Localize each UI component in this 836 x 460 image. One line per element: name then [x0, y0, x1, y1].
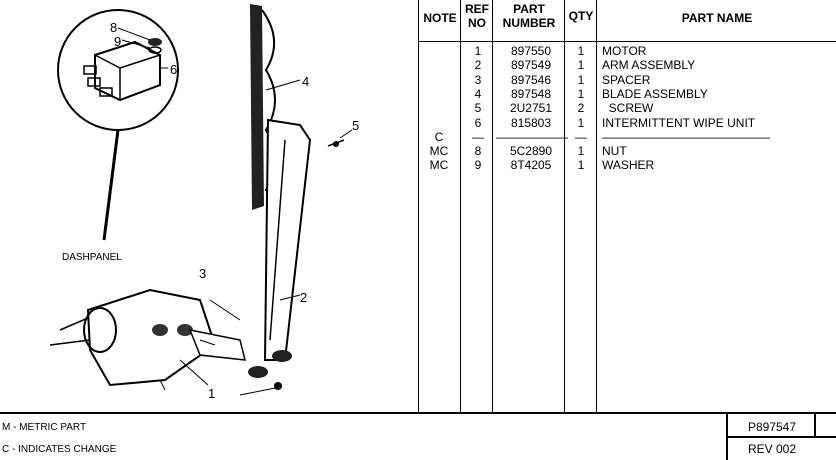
qty-cell: — — [575, 129, 587, 144]
change-note: C - INDICATES CHANGE — [2, 444, 117, 455]
header-note: NOTE — [423, 11, 457, 25]
ref-cell: 2 — [474, 58, 482, 73]
part-name-cell: INTERMITTENT WIPE UNIT — [602, 115, 756, 130]
qty-cell: 1 — [577, 44, 585, 58]
part-number-cell: 8T4205 — [510, 158, 552, 173]
note-cell: MC — [429, 158, 449, 173]
part-number-cell: 815803 — [510, 115, 552, 130]
part-name-cell: NUT — [602, 144, 627, 159]
ref-cell: 6 — [474, 115, 482, 130]
note-cell: MC — [429, 144, 449, 159]
table-row: 2 897549 1 ARM ASSEMBLY — [418, 58, 836, 72]
metric-note: M - METRIC PART — [2, 422, 87, 433]
callout-3: 3 — [199, 266, 206, 281]
callout-1: 1 — [208, 386, 215, 401]
title-block-tail — [814, 414, 836, 438]
part-name-cell: SCREW — [602, 101, 654, 116]
part-number-cell: 5C2890 — [509, 144, 553, 159]
part-name-cell: SPACER — [602, 72, 651, 87]
part-name-cell: BLADE ASSEMBLY — [602, 86, 708, 101]
spacer — [209, 299, 292, 390]
part-number-cell: —————— — [496, 129, 568, 144]
header-part-name: PART NAME — [681, 11, 753, 25]
part-number-cell: 2U2751 — [509, 101, 553, 116]
qty-cell: 1 — [577, 115, 585, 130]
callout-4: 4 — [302, 74, 309, 89]
title-block: P897547 REV 002 — [726, 414, 816, 460]
part-number-cell: 897550 — [510, 44, 552, 58]
table-row: MC 9 8T4205 1 WASHER — [418, 158, 836, 172]
ref-cell: 3 — [474, 72, 482, 87]
parts-table: NOTE REF NO PART NUMBER QTY PART NAME 1 8… — [418, 0, 836, 412]
dashpanel-leader — [102, 129, 120, 241]
table-row: 4 897548 1 BLADE ASSEMBLY — [418, 87, 836, 101]
qty-cell: 1 — [577, 72, 585, 87]
ref-cell: — — [472, 129, 484, 144]
callout-6: 6 — [170, 62, 177, 77]
motor — [49, 288, 246, 391]
callout-5: 5 — [352, 118, 359, 133]
callout-2: 2 — [300, 290, 307, 305]
ref-cell: 9 — [474, 158, 482, 173]
table-row: 6 815803 1 INTERMITTENT WIPE UNIT — [418, 116, 836, 130]
table-row: 1 897550 1 MOTOR — [418, 44, 836, 58]
ref-cell: 1 — [474, 44, 482, 58]
table-row: 3 897546 1 SPACER — [418, 73, 836, 87]
table-row: C—————————————————————— — [418, 130, 836, 144]
wiper-assembly-diagram: 1 2 3 4 5 6 8 9 DASHPANEL — [49, 4, 359, 401]
footer: M - METRIC PART C - INDICATES CHANGE P89… — [0, 412, 836, 460]
revision: REV 002 — [747, 442, 797, 456]
header-part-line2: NUMBER — [502, 16, 556, 30]
ref-cell: 8 — [474, 144, 482, 159]
qty-cell: 1 — [577, 144, 585, 159]
part-name-cell: WASHER — [602, 158, 655, 173]
note-cell: C — [434, 129, 444, 144]
header-part-line1: PART — [513, 2, 545, 16]
part-number-cell: 897549 — [510, 58, 552, 73]
screw — [327, 129, 353, 147]
ref-cell: 5 — [474, 101, 482, 116]
ref-cell: 4 — [474, 86, 482, 101]
intermittent-unit-detail — [57, 9, 179, 131]
part-name-cell: MOTOR — [602, 44, 647, 58]
qty-cell: 1 — [577, 58, 585, 73]
callout-9: 9 — [114, 34, 121, 49]
callout-8: 8 — [110, 20, 117, 35]
part-number-cell: 897546 — [510, 72, 552, 87]
header-ref: REF NO — [462, 2, 492, 30]
part-name-cell: ARM ASSEMBLY — [602, 58, 696, 73]
qty-cell: 2 — [577, 101, 585, 116]
part-number-cell: 897548 — [510, 86, 552, 101]
header-qty: QTY — [568, 9, 594, 23]
header-ref-line1: REF — [465, 2, 489, 16]
drawing-number: P897547 — [747, 420, 797, 434]
arm-assembly — [263, 118, 312, 361]
part-name-cell: —————————————— — [602, 129, 770, 144]
header-ref-line2: NO — [468, 16, 486, 30]
table-row: MC 8 5C2890 1 NUT — [418, 144, 836, 158]
table-row: 5 2U2751 2 SCREW — [418, 101, 836, 115]
qty-cell: 1 — [577, 86, 585, 101]
header-part-number: PART NUMBER — [494, 2, 564, 30]
dashpanel-label: DASHPANEL — [62, 252, 122, 263]
qty-cell: 1 — [577, 158, 585, 173]
